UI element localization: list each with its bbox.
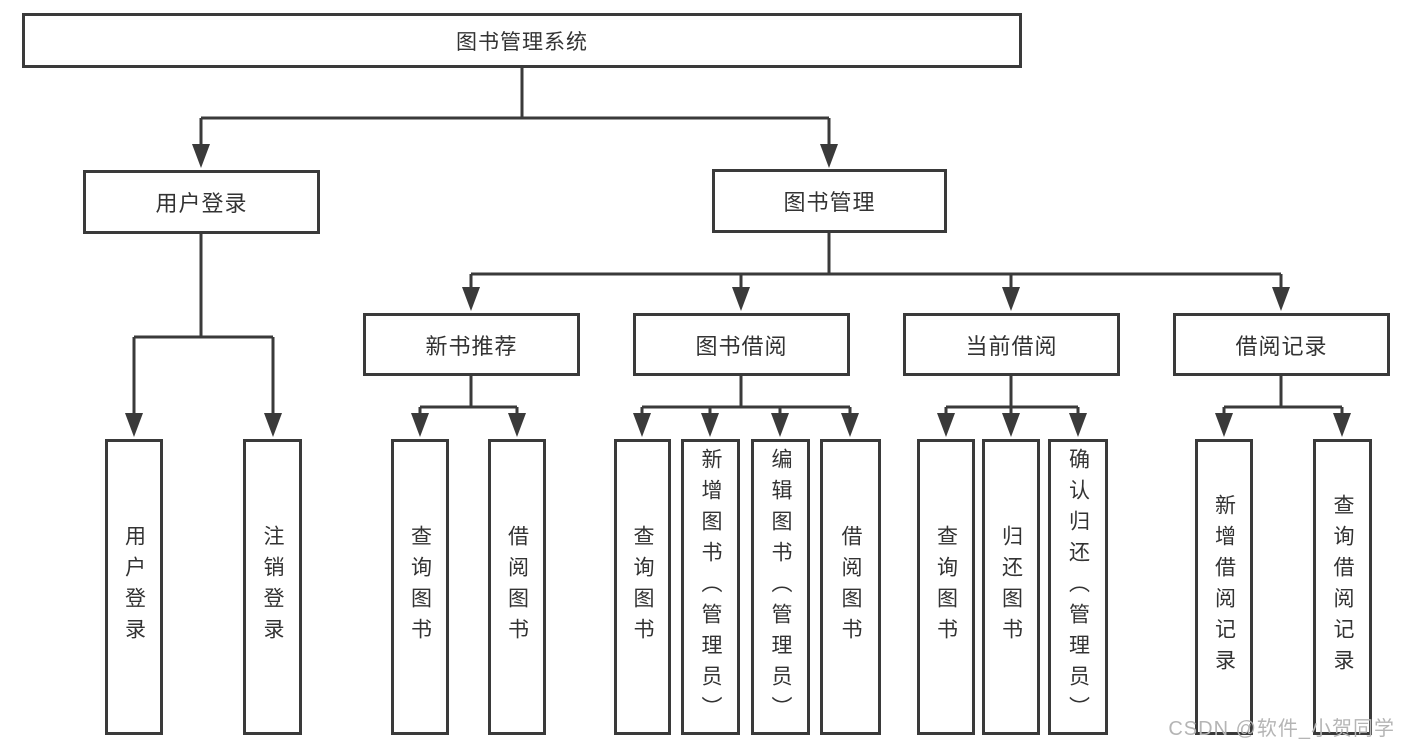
node-leaf-bw-query: 查询图书 [614,439,671,735]
node-leaf-cu-confirm-label: 确认归还（管理员） [1066,447,1090,727]
arrowheads-login-children [125,413,282,437]
node-leaf-nb-query-label: 查询图书 [408,525,432,649]
node-leaf-cu-query-label: 查询图书 [934,525,958,649]
node-leaf-nb-borrow-label: 借阅图书 [505,525,529,649]
node-leaf-bw-edit: 编辑图书（管理员） [751,439,810,735]
node-current-borrow: 当前借阅 [903,313,1120,376]
connector-mgmt-to-level3 [469,233,1283,290]
node-borrowing: 图书借阅 [633,313,850,376]
arrowheads-level3 [462,287,1290,311]
node-borrow-records-label: 借阅记录 [1235,333,1328,359]
node-book-mgmt-label: 图书管理 [783,190,876,215]
node-leaf-rc-query: 查询借阅记录 [1313,439,1372,735]
node-leaf-bw-add-label: 新增图书（管理员） [699,447,722,727]
node-leaf-bw-edit-label: 编辑图书（管理员） [769,447,792,727]
node-leaf-bw-query-label: 查询图书 [631,525,654,649]
node-leaf-cu-return-label: 归还图书 [999,525,1023,649]
node-current-borrow-label: 当前借阅 [965,333,1058,359]
node-leaf-logout: 注销登录 [243,439,302,735]
connector-level3-to-level4 [418,376,1344,417]
arrowheads-level4 [411,413,1351,437]
node-leaf-cu-return: 归还图书 [982,439,1040,735]
connector-login-children [132,234,275,416]
node-leaf-logout-label: 注销登录 [261,525,284,649]
node-leaf-user-login: 用户登录 [105,439,163,735]
node-root: 图书管理系统 [22,13,1022,68]
node-leaf-cu-query: 查询图书 [917,439,975,735]
connector-root-to-level2 [199,68,831,146]
node-leaf-user-login-label: 用户登录 [122,525,146,649]
node-leaf-nb-borrow: 借阅图书 [488,439,546,735]
node-new-books-label: 新书推荐 [425,333,518,359]
node-leaf-bw-add: 新增图书（管理员） [681,439,740,735]
node-new-books: 新书推荐 [363,313,580,376]
node-leaf-bw-borrow: 借阅图书 [820,439,881,735]
node-leaf-cu-confirm: 确认归还（管理员） [1048,439,1108,735]
node-leaf-rc-query-label: 查询借阅记录 [1331,494,1354,680]
arrowheads-level2 [192,144,838,168]
csdn-watermark: CSDN @软件_小贺同学 [1168,718,1395,740]
node-leaf-rc-add-label: 新增借阅记录 [1212,494,1236,680]
node-leaf-nb-query: 查询图书 [391,439,449,735]
node-root-label: 图书管理系统 [456,30,588,54]
node-user-login-label: 用户登录 [155,191,248,216]
node-user-login: 用户登录 [83,170,320,234]
node-leaf-rc-add: 新增借阅记录 [1195,439,1253,735]
node-leaf-bw-borrow-label: 借阅图书 [839,525,862,649]
node-book-mgmt: 图书管理 [712,169,947,233]
node-borrow-records: 借阅记录 [1173,313,1390,376]
node-borrowing-label: 图书借阅 [695,333,788,359]
